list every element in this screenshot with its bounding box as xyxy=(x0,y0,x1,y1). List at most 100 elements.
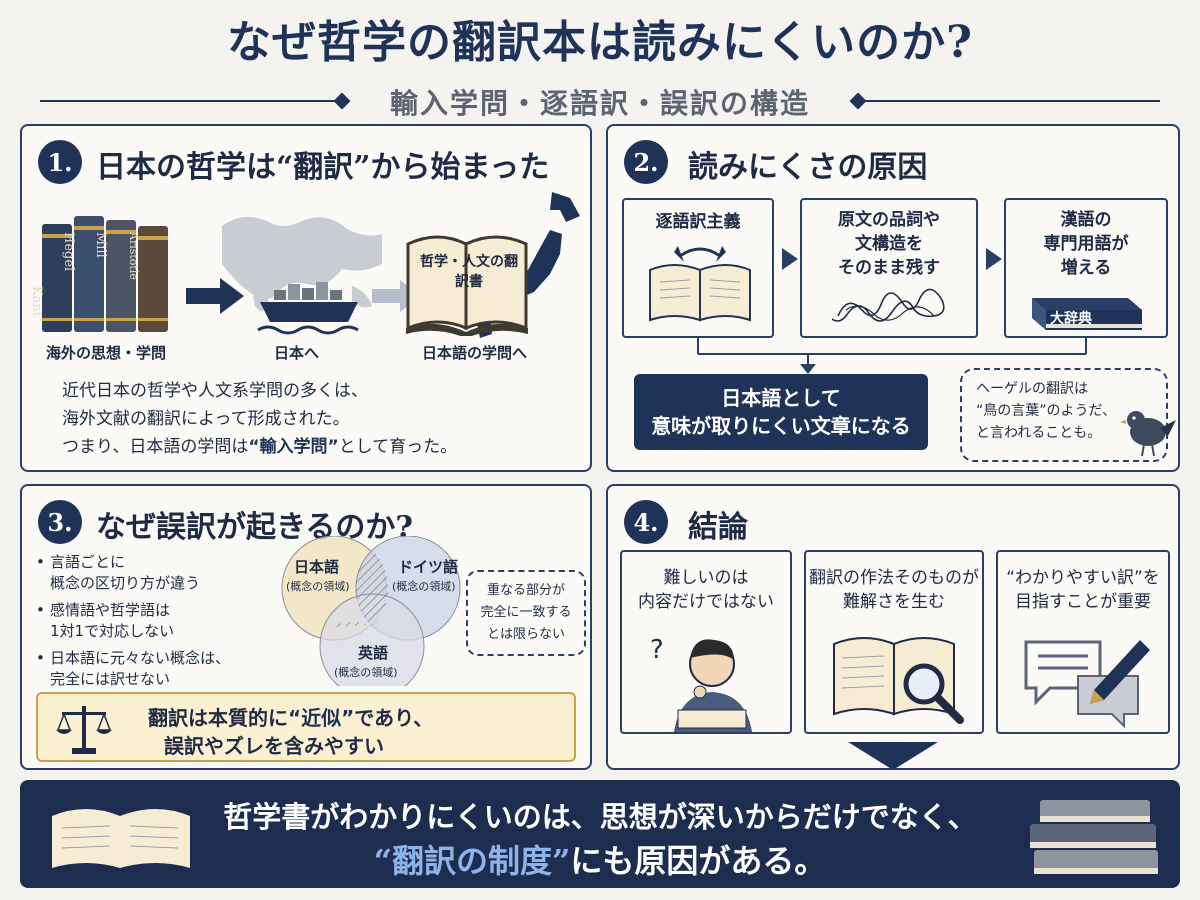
arrow-right-icon xyxy=(986,248,1002,270)
cause-preserve-structure: 原文の品詞や 文構造を そのまま残す xyxy=(800,198,978,338)
overlap-note-bubble: 重なる部分が 完全に一致する とは限らない xyxy=(466,570,586,656)
note-line2: 完全に一致する xyxy=(480,605,572,620)
body-line-3: つまり、日本語の学問は“輸入学問”として育った。 xyxy=(62,432,457,457)
venn-japanese-sub: (概念の領域) xyxy=(286,580,350,593)
book-magnifier-icon xyxy=(833,637,964,724)
spine-kant: Kant xyxy=(29,286,44,318)
reason-item: 日本語に元々ない概念は、完全には訳せない xyxy=(36,648,256,690)
conclusion-card-clear-translation: “わかりやすい訳”を 目指すことが重要 xyxy=(996,550,1170,734)
open-book-icon xyxy=(406,235,528,336)
venn-english-sub: (概念の領域) xyxy=(334,666,398,679)
card3-line1: “わかりやすい訳”を xyxy=(1006,568,1160,588)
concept-venn-diagram xyxy=(281,536,461,686)
venn-german-sub: (概念の領域) xyxy=(392,580,456,593)
note-line3: とは限らない xyxy=(486,627,565,642)
callout-line2: 誤訳やズレを含みやすい xyxy=(164,734,384,758)
thinking-person-icon: ? xyxy=(650,635,752,732)
body-line-3-start: つまり、日本語の学問は xyxy=(62,437,249,457)
open-book-arrows-icon xyxy=(649,246,751,322)
card3-line2: 目指すことが重要 xyxy=(1015,592,1151,612)
cause-kango-terms: 漢語の 専門用語が 増える 大辞典 xyxy=(1004,198,1168,338)
result-line1: 日本語として xyxy=(721,386,841,410)
callout-line1: 翻訳は本質的に“近似”であり、 xyxy=(148,706,434,730)
caption-to-japan: 日本へ xyxy=(274,344,320,362)
body-line-2: 海外文献の翻訳によって形成された。 xyxy=(62,409,350,429)
card1-line2: 内容だけではない xyxy=(638,592,774,612)
panel-number: 4. xyxy=(624,500,668,544)
banner-line1: 哲学書がわかりにくいのは、思想が深いからだけでなく、 xyxy=(223,800,977,834)
cause2-line1: 原文の品詞や xyxy=(838,210,940,230)
cause2-line2: 文構造を xyxy=(855,234,923,254)
tangled-thread-icon xyxy=(832,288,945,322)
page-title: なぜ哲学の翻訳本は読みにくいのか? xyxy=(227,17,973,68)
body-line-3-end: として育った。 xyxy=(338,437,458,457)
scales-icon xyxy=(56,706,112,754)
spine-aristotle: Aristotle xyxy=(127,232,140,280)
bubble-line1: ヘーゲルの翻訳は xyxy=(976,381,1088,397)
down-arrow-icon xyxy=(848,742,938,770)
svg-text:?: ? xyxy=(650,635,664,665)
cause3-line3: 増える xyxy=(1060,258,1112,278)
panel-number: 3. xyxy=(38,500,82,544)
venn-english-label: 英語 xyxy=(358,644,389,662)
cause-literal-translation: 逐語訳主義 xyxy=(622,198,774,338)
panel-title: 結論 xyxy=(688,510,748,545)
conclusion-card-content: 難しいのは 内容だけではない ? xyxy=(620,550,792,734)
arrow-right-icon xyxy=(782,248,798,270)
panel-title: なぜ誤訳が起きるのか? xyxy=(96,510,413,545)
cause2-line3: そのまま残す xyxy=(838,258,940,278)
stacked-books-icon xyxy=(1030,800,1158,874)
conclusion-banner: 哲学書がわかりにくいのは、思想が深いからだけでなく、 “翻訳の制度”にも原因があ… xyxy=(20,780,1180,888)
imported-scholarship-emphasis: “輸入学問” xyxy=(248,437,339,457)
arrow-right-icon xyxy=(186,278,244,314)
connector-lines xyxy=(697,338,1087,374)
panel-origin: 1. 日本の哲学は“翻訳”から始まった Kant Hegel Mill Aris… xyxy=(20,124,592,472)
card1-line1: 難しいのは xyxy=(663,568,749,588)
bubble-line2: “鳥の言葉”のようだ、 xyxy=(976,403,1117,419)
conclusion-card-method: 翻訳の作法そのものが 難解さを生む xyxy=(804,550,984,734)
divider-right xyxy=(860,100,1160,102)
venn-german-label: ドイツ語 xyxy=(398,558,459,576)
bubble-line3: と言われることも。 xyxy=(976,425,1102,441)
bird-icon xyxy=(1120,411,1176,457)
note-line1: 重なる部分が xyxy=(486,583,565,598)
dictionary-label: 大辞典 xyxy=(1050,311,1092,327)
approximation-callout: 翻訳は本質的に“近似”であり、 誤訳やズレを含みやすい xyxy=(36,692,576,762)
banner-line2: “翻訳の制度”にも原因がある。 xyxy=(373,842,827,880)
book-label: 哲学・人文の翻訳書 xyxy=(420,254,518,290)
panel-number: 2. xyxy=(624,140,668,184)
panel-number: 1. xyxy=(38,140,82,184)
cargo-ship-icon xyxy=(257,282,359,335)
subtitle-row: 輸入学問・逐語訳・誤訳の構造 xyxy=(40,80,1160,120)
card2-line2: 難解さを生む xyxy=(843,592,945,612)
caption-japanese-scholarship: 日本語の学問へ xyxy=(422,344,528,362)
hegel-quote-bubble: ヘーゲルの翻訳は “鳥の言葉”のようだ、 と言われることも。 xyxy=(960,368,1168,462)
divider-left xyxy=(40,100,340,102)
card2-line1: 翻訳の作法そのものが xyxy=(809,568,979,588)
panel-causes: 2. 読みにくさの原因 逐語訳主義 原文の品詞や 文構造を そのまま残す 漢語の… xyxy=(606,124,1180,472)
result-box: 日本語として 意味が取りにくい文章になる xyxy=(634,374,928,450)
approximation-emphasis: “近似” xyxy=(288,706,355,730)
translation-system-emphasis: “翻訳の制度” xyxy=(373,842,571,880)
spine-hegel: Hegel xyxy=(61,232,76,272)
page-subtitle: 輸入学問・逐語訳・誤訳の構造 xyxy=(389,87,810,120)
speech-pen-icon xyxy=(1024,640,1150,729)
western-books-icon xyxy=(42,216,168,332)
open-book-icon xyxy=(52,809,190,868)
result-line2: 意味が取りにくい文章になる xyxy=(651,414,911,438)
caption-overseas: 海外の思想・学問 xyxy=(46,344,167,362)
venn-japanese-label: 日本語 xyxy=(294,558,340,576)
panel-conclusion: 4. 結論 難しいのは 内容だけではない ? 翻訳の作法そのものが 難解さを生む… xyxy=(606,484,1180,770)
spine-mill: Mill xyxy=(93,232,108,258)
cause-literal-label: 逐語訳主義 xyxy=(655,212,741,232)
cause3-line1: 漢語の xyxy=(1060,210,1112,230)
body-line-1: 近代日本の哲学や人文系学問の多くは、 xyxy=(62,381,368,401)
cause3-line2: 専門用語が xyxy=(1043,234,1129,254)
dictionary-icon xyxy=(1032,298,1142,330)
panel-title: 読みにくさの原因 xyxy=(688,150,928,185)
panel-title: 日本の哲学は“翻訳”から始まった xyxy=(96,150,550,185)
